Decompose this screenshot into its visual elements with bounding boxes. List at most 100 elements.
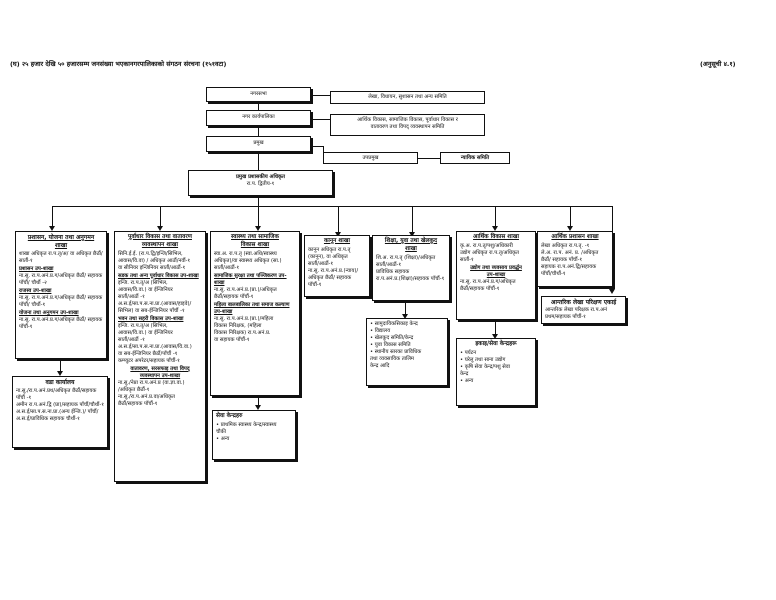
connector <box>60 359 61 373</box>
nagarsabha-box: नगरसभा <box>206 87 311 102</box>
admin-head: शाखा अधिकृत रा.प.तृ/अ/ वा अधिकृत छैठौं/ … <box>19 251 103 265</box>
pramukh-label: प्रमुख <box>253 140 264 146</box>
arrow-down-icon <box>409 232 415 237</box>
economic-sub1-title: उद्योग तथा व्यवसाय प्रवर्द्धन <box>470 264 522 271</box>
health-service-title: सेवा केन्द्रहरु <box>216 413 243 419</box>
infra-head: सिनि.ई.ई. (रा.प.द्वि/इन्जि/सिभिल, आवास/व… <box>118 250 191 271</box>
ward-office-title: वडा कार्यालय <box>45 379 75 386</box>
admin-sub3-title: योजना तथा अनुगमन उप-शाखा <box>19 310 79 317</box>
infra-title: पूर्वाधार विकास तथा वातावरण <box>128 234 192 240</box>
admin-sub2-body: ना.सु. रा.प.अनं.प्र.ग/अधिकृत छैठौं/ सहाय… <box>19 295 103 309</box>
admin-sub1-body: ना.सु. रा.प.अनं.प्र.ग/अधिकृत छैठौं/ सहाय… <box>19 273 103 287</box>
finance-body: लेखा अधिकृत रा.प.तृ. -१ ले.अ. रा.प. अनं.… <box>541 242 599 277</box>
nagar-karyapalika-box: नगर कार्यपालिका <box>206 110 311 126</box>
health-title-2: विकास शाखा <box>240 241 270 248</box>
connector <box>495 206 496 228</box>
health-sub2-title: महिला बालबालिका तथा समाज कल्याण उप-शाखा <box>214 301 290 315</box>
connector <box>338 206 339 234</box>
connector <box>258 102 259 110</box>
cao-title: प्रमुख प्रशासकीय अधिकृत <box>235 174 285 180</box>
law-title: कानून शाखा <box>323 238 351 244</box>
health-service-box: सेवा केन्द्रहरु • प्राथमिक स्वास्थ्य केन… <box>212 410 296 460</box>
admin-sub2-title: राजस्व उप-शाखा <box>19 288 52 295</box>
infra-sub3-title-2: व्यवस्थापन उप-शाखा <box>139 372 181 379</box>
economic-title: आर्थिक विकास शाखा <box>473 234 519 240</box>
audit-title: आन्तरिक लेखा परिक्षण एकाई <box>550 299 617 306</box>
arrow-down-icon <box>335 232 341 237</box>
arrow-down-icon <box>57 371 63 376</box>
health-head: स्वा.अ. रा.प.तृ (स्वा.अधि/स्वास्थ्य अधिक… <box>214 250 282 271</box>
arrow-down-icon <box>492 226 498 231</box>
audit-unit-box: आन्तरिक लेखा परिक्षण एकाई आन्तरिक लेखा प… <box>541 296 626 324</box>
arrow-down-icon <box>402 314 408 319</box>
upapramukh-label: उपप्रमुख <box>362 155 379 161</box>
annex-label: (अनुसूची ४.१) <box>700 60 736 68</box>
education-service-body: • सामुदायिकसिकाइ केन्द्र • विद्यालय • खे… <box>370 321 422 370</box>
infra-sub1-body: इन्जि. रा.प.तृ/अ (सिभिल, आवास/वि.वा.) वा… <box>118 279 192 314</box>
arrow-down-icon <box>567 226 573 231</box>
health-sub1-body: ना.सु. रा.प.अनं.प्र.(प्रा.)/अधिकृत छैठौं… <box>214 286 277 300</box>
arrow-down-icon <box>255 405 261 410</box>
pramukh-box: प्रमुख <box>206 136 311 152</box>
infra-sub2-title: भवन तथा सहरी विकास उप-शाखा <box>118 315 184 322</box>
education-head: शि.अ. रा.प.तृ (शिक्षा)/अधिकृत सातौं/आठौं… <box>376 254 445 282</box>
admin-sub3-body: ना.सु. रा.प.अनं.प्र.ग/अधिकृत छैठौं/ सहाय… <box>19 317 103 331</box>
connector <box>495 320 496 336</box>
health-title: स्वास्थ्य तथा सामाजिक <box>231 234 279 240</box>
finance-title: आर्थिक प्रशासन शाखा <box>551 234 599 240</box>
education-service-box: • सामुदायिकसिकाइ केन्द्र • विद्यालय • खे… <box>366 318 448 386</box>
nagar-karyapalika-label: नगर कार्यपालिका <box>242 114 275 120</box>
education-title-2: शाखा <box>405 245 417 252</box>
connector <box>311 146 323 147</box>
sabha-committees-label: लेखा, विधायन, सुशासन तथा अन्य समिति <box>368 94 447 100</box>
connector <box>258 206 259 228</box>
health-sub2-body: ना.सु. रा.प.अनं.प्र.(प्रा.)/महिला विकास … <box>214 315 274 343</box>
karyapalika-committees-box: आर्थिक विकास, सामाजिक विकास, पूर्वाधार व… <box>330 114 485 136</box>
infra-sub2-body: इन्जि. रा.प.तृ/अ (सिभिल, आवास/वि.वा.) वा… <box>118 322 192 364</box>
education-division-box: शिक्षा, युवा तथा खेलकुद शाखा शि.अ. रा.प.… <box>372 235 450 301</box>
economic-service-box: इकाइ/सेवा केन्द्रहरू • पर्यटन • घरेलु तथ… <box>456 338 536 406</box>
economic-service-title: इकाइ/सेवा केन्द्रहरू <box>475 341 517 347</box>
connector <box>258 126 259 136</box>
arrow-down-icon <box>157 226 163 231</box>
arrow-down-icon <box>49 226 55 231</box>
infra-sub3-title: वातावरण, सरसफाइ तथा विपद् <box>130 365 190 372</box>
cao-box: प्रमुख प्रशासकीय अधिकृत रा.प. द्वितीय-१ <box>188 170 333 196</box>
health-service-body: • प्राथमिक स्वास्थ्य केन्द्र/स्वास्थ्य च… <box>216 421 277 442</box>
connector <box>570 206 571 228</box>
law-division-box: कानून शाखा कानून अधिकृत रा.प.तृ (कानून),… <box>304 235 370 297</box>
audit-body: आन्तरिक लेखा परिक्षक रा.प.अनं प्रथम/सहाय… <box>545 307 608 321</box>
economic-sub1-title-2: उप-शाखा <box>486 271 506 278</box>
upapramukh-box: उपप्रमुख <box>323 152 418 164</box>
infra-title-2: व्यवस्थापन शाखा <box>141 241 179 248</box>
admin-title: प्रशासन, योजना तथा अनुगमन <box>27 234 95 241</box>
admin-title-2: शाखा <box>54 242 68 250</box>
nagarsabha-label: नगरसभा <box>250 91 267 97</box>
connector <box>160 206 161 228</box>
infra-sub3-body: ना.सु./नेप्रा रा.प.अनं.प्र (वा.ज्ञा.वा.)… <box>118 379 185 407</box>
infra-sub1-title: सडक तथा अन्य पूर्वाधार विकास उप-शाखा <box>118 272 199 279</box>
admin-sub1-title: प्रशासन उप-शाखा <box>19 266 54 273</box>
education-title: शिक्षा, युवा तथा खेलकुद <box>384 238 438 244</box>
arrow-down-icon <box>492 334 498 339</box>
sabha-committees-box: लेखा, विधायन, सुशासन तथा अन्य समिति <box>330 91 485 104</box>
ward-office-box: वडा कार्यालय ना.सु./रा.प.अनं.प्रथ/अधिकृत… <box>12 376 108 448</box>
connector <box>418 158 440 159</box>
connector <box>311 119 330 120</box>
economic-head: कृ.अ. रा.प.तृ/पशु/अधिकारी उद्योग अधिकृत … <box>460 242 519 263</box>
nyayik-samiti-box: न्यायिक समिति <box>440 152 510 164</box>
health-division-box: स्वास्थ्य तथा सामाजिक विकास शाखा स्वा.अ.… <box>210 231 300 396</box>
economic-service-body: • पर्यटन • घरेलु तथा साना उद्योग • कृषि … <box>460 349 511 384</box>
connector <box>311 95 330 96</box>
connector <box>52 206 53 228</box>
cao-grade: रा.प. द्वितीय-१ <box>246 181 275 188</box>
nyayik-samiti-label: न्यायिक समिति <box>460 155 490 161</box>
ward-office-body: ना.सु./रा.प.अनं.प्रथ/अधिकृत छैठौं/सहायक … <box>16 388 104 423</box>
page-title: (घ) २५ हजार देखि ५० हजारसम्म जनसंख्या भए… <box>10 60 227 68</box>
distribution-line <box>52 206 612 207</box>
admin-division-box: प्रशासन, योजना तथा अनुगमन शाखा शाखा अधिक… <box>15 231 107 359</box>
law-body: कानून अधिकृत रा.प.तृ (कानून), वा अधिकृत … <box>308 246 359 288</box>
connector <box>258 152 259 170</box>
connector <box>258 196 259 206</box>
health-sub1-title: सामाजिक सुरक्षा तथा पञ्जिकरण उप-शाखा <box>214 272 287 286</box>
